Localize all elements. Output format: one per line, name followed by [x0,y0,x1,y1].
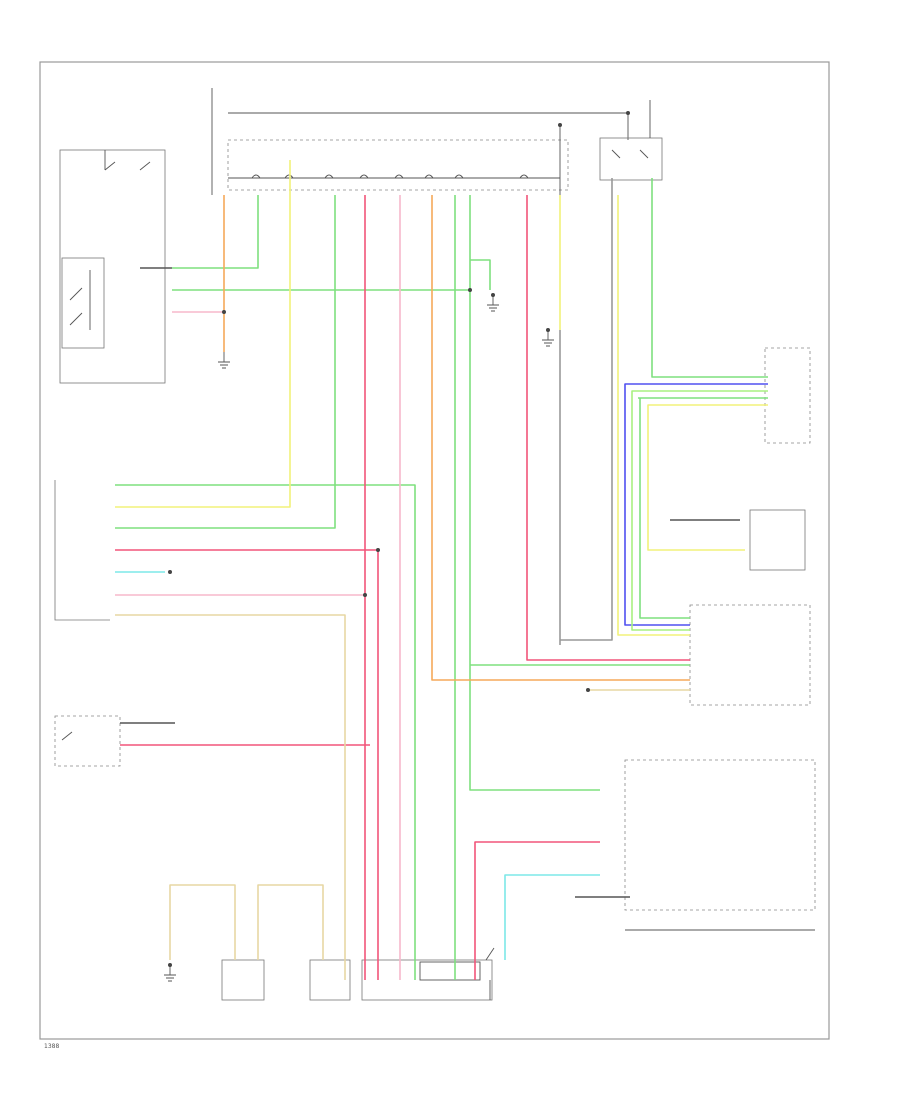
wire-yellow-3 [647,404,768,551]
wire-green-6 [469,195,600,791]
right-sensor-box [749,509,806,571]
wire-green-7 [470,259,491,290]
wire-tan-3 [257,884,324,960]
left-switch-connector [61,257,105,349]
wire-pinkred-5 [474,841,600,980]
bottom-right-switch [485,947,495,1000]
main-relay [599,137,663,181]
wire-blue [624,383,768,626]
wire-tan-2 [169,884,236,960]
wire-green-1 [172,195,259,269]
left-switch-box [59,149,166,384]
bottom-right-connector-inner [419,961,481,981]
left-lower-switch-contact [61,731,73,741]
bottom-left-connector [221,959,265,1001]
diagram-frame [39,61,830,1040]
left-switch-contacts [69,270,91,330]
fuse-block-outline [227,139,569,191]
wire-green-8 [651,178,768,378]
left-module-bracket [54,480,110,621]
wire-cyan-2 [504,874,600,960]
wire-orange-2 [431,195,690,681]
right-lower-box [624,759,816,911]
right-connector-a [764,347,811,444]
bottom-mid-connector [309,959,351,1001]
wire-yellow-4 [617,195,690,636]
wire-yellow-1 [115,160,291,508]
wire-green-10 [639,398,690,619]
pcm-outline [689,604,811,706]
wire-pinkred-4 [526,195,690,661]
page-code: 1388 [44,1043,59,1050]
wire-green-3 [115,484,416,980]
left-lower-switch-box [54,715,121,767]
relay-coil [611,149,649,159]
bottom-right-connector [361,959,493,1001]
wire-tan-1 [115,614,346,980]
splice-dots [168,111,630,967]
wire-green-4 [115,195,336,529]
wire-gray-relay [560,178,613,641]
fuses [251,174,529,179]
wire-lime [631,390,768,631]
top-left-switch [104,150,151,171]
ground-symbols [164,295,554,982]
